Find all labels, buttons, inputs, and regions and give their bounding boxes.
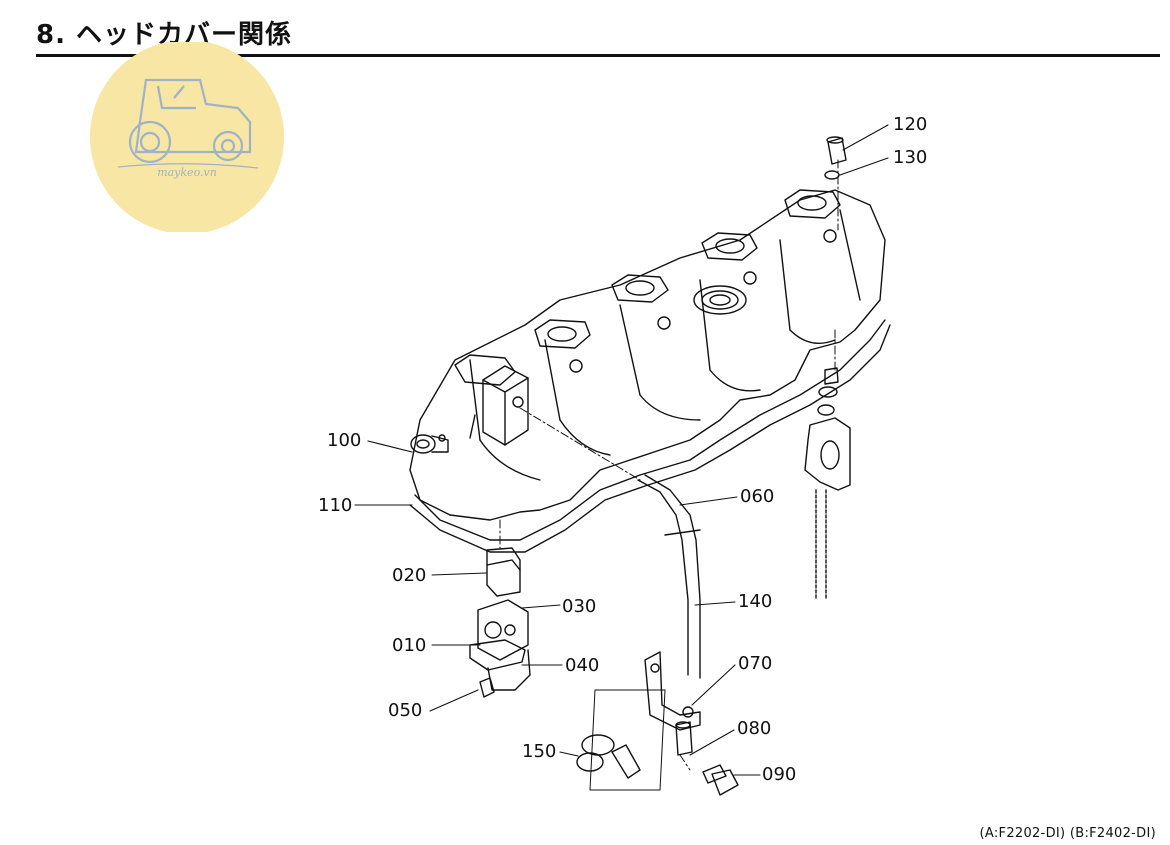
leader-lines — [354, 124, 889, 776]
breather-housing — [469, 365, 529, 446]
part-label-130: 130 — [893, 147, 928, 168]
part-label-070: 070 — [738, 653, 773, 674]
cap-nut-120 — [826, 136, 847, 165]
tractor-icon — [128, 78, 252, 164]
part-label-060: 060 — [740, 486, 775, 507]
part-label-100: 100 — [327, 430, 362, 451]
head-cover — [409, 189, 891, 553]
model-note: (A:F2202-DI) (B:F2402-DI) — [979, 826, 1156, 841]
part-label-040: 040 — [565, 655, 600, 676]
title-underline — [36, 54, 1160, 57]
plug-100 — [410, 434, 449, 454]
right-stud — [804, 367, 851, 599]
part-label-150: 150 — [522, 741, 557, 762]
watermark-text: maykeo.vn — [157, 166, 217, 179]
part-label-090: 090 — [762, 764, 797, 785]
part-label-020: 020 — [392, 565, 427, 586]
cover-bosses — [454, 189, 841, 386]
washer-130 — [824, 170, 840, 180]
part-label-080: 080 — [737, 718, 772, 739]
clamp-080 — [675, 721, 693, 756]
bracket-070 — [644, 651, 701, 731]
breather-hose — [637, 474, 701, 679]
bolt-090 — [702, 764, 739, 796]
breather-valve-assembly — [469, 547, 531, 698]
center-lines — [499, 159, 839, 771]
gasket-150 — [576, 689, 666, 791]
part-label-140: 140 — [738, 591, 773, 612]
part-label-030: 030 — [562, 596, 597, 617]
part-label-050: 050 — [388, 700, 423, 721]
watermark-logo: maykeo.vn — [90, 42, 284, 232]
part-label-110: 110 — [318, 495, 353, 516]
watermark-circle — [90, 42, 284, 232]
part-label-010: 010 — [392, 635, 427, 656]
part-label-120: 120 — [893, 114, 928, 135]
